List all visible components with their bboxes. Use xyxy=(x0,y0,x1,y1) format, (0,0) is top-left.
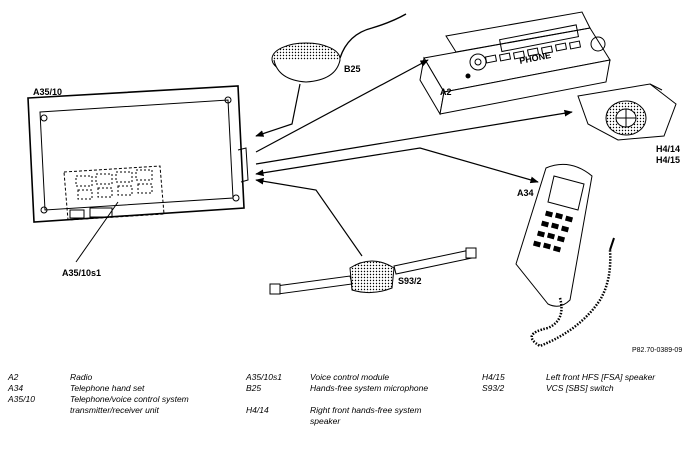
radio-a2 xyxy=(419,11,611,116)
label-b25: B25 xyxy=(344,64,361,74)
legend-code: B25 xyxy=(246,383,262,393)
legend-code: A35/10s1 xyxy=(246,372,282,382)
legend-item: H4/15 Left front HFS [FSA] speaker xyxy=(482,372,692,383)
control-unit-a35-10 xyxy=(27,85,249,263)
label-h4-15: H4/15 xyxy=(656,155,680,165)
legend-code: A34 xyxy=(8,383,24,393)
label-h4-14: H4/14 xyxy=(656,144,680,154)
speaker-h4-14-h4-15 xyxy=(577,83,677,141)
legend-description: Left front HFS [FSA] speaker xyxy=(546,372,656,382)
legend-description: Telephone hand set xyxy=(70,383,145,393)
legend-column-1: A2 Radio A34 Telephone hand set A35/10 T… xyxy=(8,372,228,427)
legend-code: H4/14 xyxy=(246,405,269,415)
legend-item: B25 Hands-free system microphone xyxy=(246,383,466,405)
legend-description: Radio xyxy=(70,372,93,382)
label-a35-10: A35/10 xyxy=(33,87,62,97)
switch-s93-2 xyxy=(269,247,477,295)
legend-code: S93/2 xyxy=(482,383,505,393)
legend-description: Hands-free system microphone xyxy=(310,383,429,393)
figure-reference-number: P82.70-0389-09 xyxy=(632,347,682,354)
legend-code: A35/10 xyxy=(8,394,35,404)
label-a35-10s1: A35/10s1 xyxy=(62,268,101,278)
legend-item: A35/10s1 Voice control module xyxy=(246,372,466,383)
legend-item: A2 Radio xyxy=(8,372,228,383)
label-a2: A2 xyxy=(440,87,452,97)
legend-code: A2 xyxy=(8,372,19,382)
legend-item: A35/10 Telephone/voice control system tr… xyxy=(8,394,228,427)
legend-column-3: H4/15 Left front HFS [FSA] speaker S93/2… xyxy=(482,372,692,394)
signal-arrows xyxy=(255,59,573,257)
legend-description: Voice control module xyxy=(310,372,390,382)
label-s93-2: S93/2 xyxy=(398,276,422,286)
legend-item: S93/2 VCS [SBS] switch xyxy=(482,383,692,394)
legend-item: H4/14 Right front hands-free system spea… xyxy=(246,405,466,427)
microphone-b25 xyxy=(271,13,407,83)
handset-a34 xyxy=(515,163,615,348)
label-a34: A34 xyxy=(517,188,534,198)
legend-description: Right front hands-free system speaker xyxy=(310,405,422,426)
legend-item: A34 Telephone hand set xyxy=(8,383,228,394)
legend-code: H4/15 xyxy=(482,372,505,382)
legend-column-2: A35/10s1 Voice control module B25 Hands-… xyxy=(246,372,466,427)
legend-description: VCS [SBS] switch xyxy=(546,383,614,393)
legend-description: Telephone/voice control system transmitt… xyxy=(70,394,189,415)
